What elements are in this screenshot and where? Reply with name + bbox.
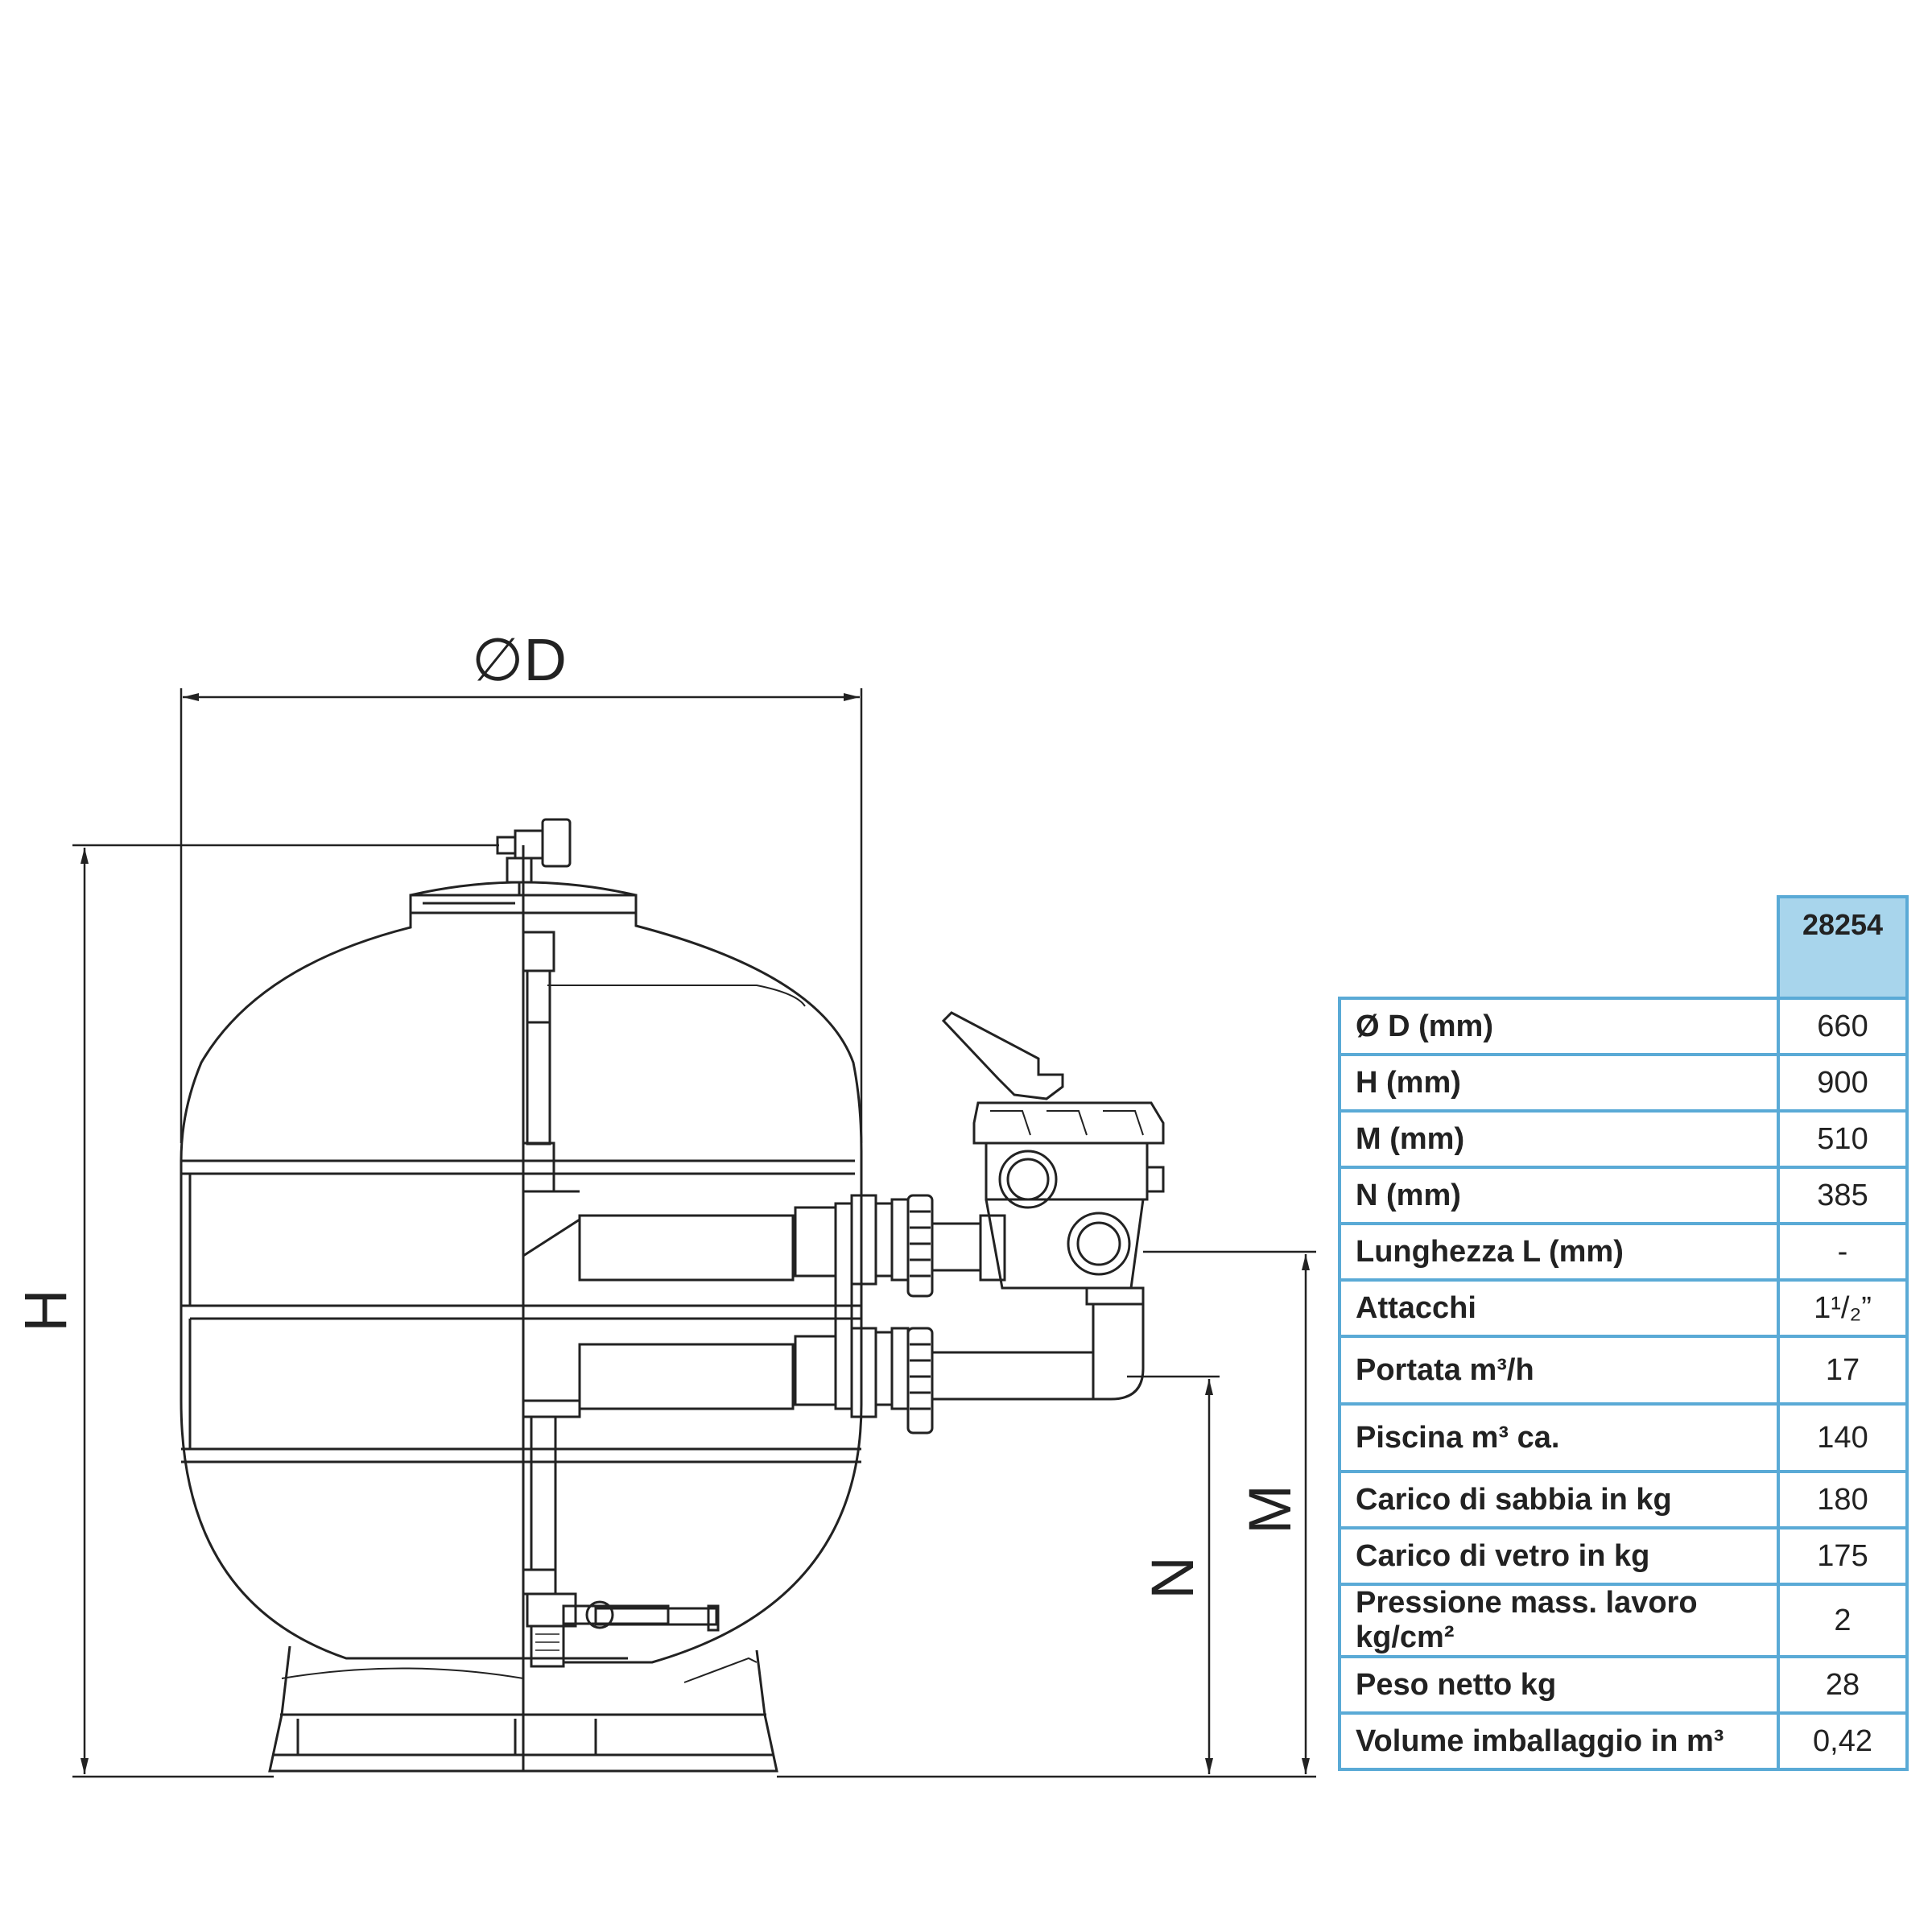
row-value: 17 xyxy=(1777,1335,1909,1406)
filter-tank xyxy=(180,881,863,1773)
table-row: Piscina m³ ca. 140 xyxy=(1338,1402,1909,1473)
multiport-valve xyxy=(941,1011,1165,1306)
row-label: Volume imballaggio in m³ xyxy=(1338,1711,1780,1771)
row-value: 0,42 xyxy=(1777,1711,1909,1771)
diameter-label: ∅D xyxy=(472,626,567,693)
row-value: 28 xyxy=(1777,1655,1909,1715)
row-label: Pressione mass. lavoro kg/cm² xyxy=(1338,1583,1780,1658)
row-label: Piscina m³ ca. xyxy=(1338,1402,1780,1473)
row-value: - xyxy=(1777,1222,1909,1282)
row-value: 175 xyxy=(1777,1526,1909,1586)
row-label: Carico di sabbia in kg xyxy=(1338,1470,1780,1530)
row-label: M (mm) xyxy=(1338,1109,1780,1169)
row-label: N (mm) xyxy=(1338,1166,1780,1225)
side-unions xyxy=(794,1194,1145,1435)
table-row: Carico di sabbia in kg 180 xyxy=(1338,1470,1909,1530)
header-spacer xyxy=(1340,897,1778,998)
table-row: Peso netto kg 28 xyxy=(1338,1655,1909,1715)
table-header-row: 28254 xyxy=(1340,895,1909,1000)
row-label: Portata m³/h xyxy=(1338,1335,1780,1406)
specifications-table: 28254 Ø D (mm) 660 H (mm) 900 M (mm) 510… xyxy=(1338,895,1909,1771)
row-value: 510 xyxy=(1777,1109,1909,1169)
table-row: Lunghezza L (mm) - xyxy=(1338,1222,1909,1282)
table-row: N (mm) 385 xyxy=(1338,1166,1909,1225)
row-value: 900 xyxy=(1777,1053,1909,1113)
table-row: Volume imballaggio in m³ 0,42 xyxy=(1338,1711,1909,1771)
height-label: H xyxy=(12,1289,79,1331)
filter-technical-drawing: ∅D H M N xyxy=(12,626,1316,1778)
row-value: 1¹/₂” xyxy=(1777,1278,1909,1338)
n-label: N xyxy=(1139,1556,1206,1599)
row-label: Peso netto kg xyxy=(1338,1655,1780,1715)
table-row: Portata m³/h 17 xyxy=(1338,1335,1909,1406)
row-value: 140 xyxy=(1777,1402,1909,1473)
row-label: H (mm) xyxy=(1338,1053,1780,1113)
m-label: M xyxy=(1236,1484,1303,1534)
row-label: Lunghezza L (mm) xyxy=(1338,1222,1780,1282)
row-value: 180 xyxy=(1777,1470,1909,1530)
row-value: 385 xyxy=(1777,1166,1909,1225)
table-row: Pressione mass. lavoro kg/cm² 2 xyxy=(1338,1583,1909,1658)
table-row: M (mm) 510 xyxy=(1338,1109,1909,1169)
row-label: Carico di vetro in kg xyxy=(1338,1526,1780,1586)
row-label: Ø D (mm) xyxy=(1338,997,1780,1056)
table-row: Carico di vetro in kg 175 xyxy=(1338,1526,1909,1586)
row-value: 2 xyxy=(1777,1583,1909,1658)
table-row: Ø D (mm) 660 xyxy=(1338,997,1909,1056)
model-header: 28254 xyxy=(1777,895,1909,1000)
pressure-gauge xyxy=(496,818,572,895)
central-collector xyxy=(522,845,795,1771)
dimension-lines xyxy=(72,688,1316,1778)
table-row: H (mm) 900 xyxy=(1338,1053,1909,1113)
row-label: Attacchi xyxy=(1338,1278,1780,1338)
table-row: Attacchi 1¹/₂” xyxy=(1338,1278,1909,1338)
row-value: 660 xyxy=(1777,997,1909,1056)
